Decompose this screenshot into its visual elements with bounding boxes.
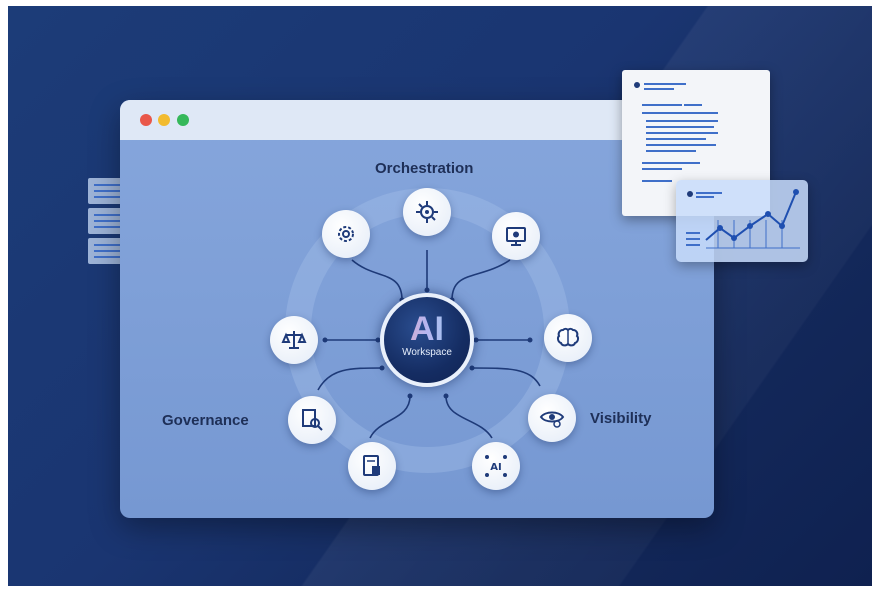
close-dot[interactable] (140, 114, 152, 126)
orchestration-label: Orchestration (375, 160, 474, 177)
policy-search-icon[interactable] (288, 396, 336, 444)
floating-chart-card (676, 180, 808, 262)
gear-icon[interactable] (403, 188, 451, 236)
scales-icon[interactable] (270, 316, 318, 364)
document-icon[interactable] (348, 442, 396, 490)
hub-title: AI (384, 311, 470, 347)
eye-gear-icon[interactable] (528, 394, 576, 442)
visibility-label: Visibility (590, 410, 652, 427)
app-window: AI Workspace AI Orchestration (120, 100, 714, 518)
ai-chip-icon[interactable]: AI (472, 442, 520, 490)
svg-text:AI: AI (490, 462, 501, 473)
brain-icon[interactable] (544, 314, 592, 362)
window-titlebar (120, 100, 714, 140)
settings-cog-icon[interactable] (322, 210, 370, 258)
ai-workspace-hub[interactable]: AI Workspace (380, 293, 474, 387)
monitor-icon[interactable] (492, 212, 540, 260)
scene-background: AI Workspace AI Orchestration (8, 6, 872, 586)
connector-lines (317, 250, 541, 439)
hub-subtitle: Workspace (402, 347, 452, 358)
maximize-dot[interactable] (177, 114, 189, 126)
governance-label: Governance (162, 412, 249, 429)
minimize-dot[interactable] (158, 114, 170, 126)
